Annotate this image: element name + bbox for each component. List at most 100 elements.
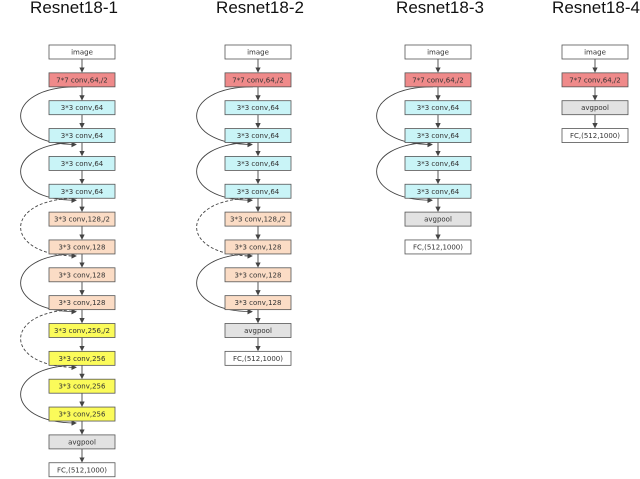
layer-box xyxy=(224,239,292,255)
layer-label: avgpool xyxy=(424,216,452,224)
layer-block-fc: FC,(512,1000) xyxy=(404,239,472,255)
layer-block-stage2: 3*3 conv,128 xyxy=(224,295,292,311)
layer-block-stage1: 3*3 conv,64 xyxy=(224,155,292,171)
layer-label: 3*3 conv,128,/2 xyxy=(230,216,286,224)
layer-box xyxy=(48,378,116,394)
layer-box xyxy=(48,211,116,227)
layer-block-stage2: 3*3 conv,128 xyxy=(224,267,292,283)
layer-label: 3*3 conv,64 xyxy=(237,104,280,112)
layer-block-stem: 7*7 conv,64,/2 xyxy=(48,72,116,88)
layer-box xyxy=(48,239,116,255)
layer-block-stage2: 3*3 conv,128 xyxy=(224,239,292,255)
layer-box xyxy=(224,44,292,60)
layer-block-stem: 7*7 conv,64,/2 xyxy=(224,72,292,88)
layer-label: 3*3 conv,128 xyxy=(235,243,282,251)
layer-label: FC,(512,1000) xyxy=(233,355,283,363)
layer-box xyxy=(224,267,292,283)
layer-label: avgpool xyxy=(581,104,609,112)
layer-block-pool: avgpool xyxy=(404,211,472,227)
layer-label: image xyxy=(71,49,93,57)
layer-block-stage3: 3*3 conv,256,/2 xyxy=(48,323,116,338)
layer-box xyxy=(48,462,116,478)
layer-block-stage2: 3*3 conv,128 xyxy=(48,267,116,283)
layer-label: 3*3 conv,64 xyxy=(417,132,460,140)
layer-label: image xyxy=(427,49,449,57)
layer-label: FC,(512,1000) xyxy=(413,243,463,251)
layer-block-stage2: 3*3 conv,128 xyxy=(48,239,116,255)
layer-box xyxy=(404,155,472,171)
layer-block-stage1: 3*3 conv,64 xyxy=(224,100,292,116)
column-title: Resnet18-1 xyxy=(30,0,118,17)
layer-box xyxy=(48,155,116,171)
resnet-column-1: Resnet18-1 image 7*7 conv,64,/2 3*3 conv,64… xyxy=(20,0,118,478)
layer-label: 3*3 conv,64 xyxy=(417,104,460,112)
layer-label: avgpool xyxy=(68,438,96,446)
layer-label: 3*3 conv,128 xyxy=(59,299,106,307)
layer-box xyxy=(404,100,472,116)
layer-block-input: image xyxy=(404,44,472,60)
layer-box xyxy=(404,128,472,143)
layer-box xyxy=(224,295,292,311)
layer-block-input: image xyxy=(48,44,116,60)
layer-box xyxy=(561,44,629,60)
layer-label: 3*3 conv,256 xyxy=(59,411,106,419)
layer-box xyxy=(224,211,292,227)
layer-label: 3*3 conv,128 xyxy=(59,243,106,251)
layer-block-stage1: 3*3 conv,64 xyxy=(404,128,472,143)
resnet-column-3: Resnet18-3 image 7*7 conv,64,/2 3*3 conv,64… xyxy=(376,0,484,255)
layer-block-stage1: 3*3 conv,64 xyxy=(48,183,116,199)
layer-box xyxy=(224,350,292,366)
column-title: Resnet18-3 xyxy=(396,0,484,17)
layer-box xyxy=(48,434,116,450)
layer-block-fc: FC,(512,1000) xyxy=(561,128,629,143)
layer-box xyxy=(48,295,116,311)
layer-block-stage3: 3*3 conv,256 xyxy=(48,378,116,394)
layer-label: 7*7 conv,64,/2 xyxy=(232,76,284,84)
layer-box xyxy=(48,44,116,60)
layer-box xyxy=(224,100,292,116)
layer-block-stage1: 3*3 conv,64 xyxy=(48,155,116,171)
layer-box xyxy=(48,267,116,283)
layer-label: 3*3 conv,128,/2 xyxy=(54,216,110,224)
layer-block-stage2: 3*3 conv,128,/2 xyxy=(48,211,116,227)
layer-block-input: image xyxy=(561,44,629,60)
layer-label: 3*3 conv,64 xyxy=(61,132,104,140)
layer-label: 3*3 conv,256,/2 xyxy=(54,327,110,335)
layer-box xyxy=(224,128,292,143)
layer-block-stage3: 3*3 conv,256 xyxy=(48,406,116,422)
layer-box xyxy=(48,128,116,143)
layer-box xyxy=(224,155,292,171)
layer-label: 7*7 conv,64,/2 xyxy=(569,76,621,84)
layer-box xyxy=(48,183,116,199)
layer-block-stage1: 3*3 conv,64 xyxy=(404,155,472,171)
layer-block-fc: FC,(512,1000) xyxy=(48,462,116,478)
layer-label: 3*3 conv,256 xyxy=(59,355,106,363)
layer-box xyxy=(561,72,629,88)
layer-block-stage1: 3*3 conv,64 xyxy=(48,100,116,116)
layer-block-input: image xyxy=(224,44,292,60)
layer-block-pool: avgpool xyxy=(561,100,629,116)
layer-label: 3*3 conv,128 xyxy=(235,271,282,279)
layer-box xyxy=(404,211,472,227)
layer-label: image xyxy=(584,49,606,57)
layer-label: 7*7 conv,64,/2 xyxy=(412,76,464,84)
layer-box xyxy=(224,72,292,88)
layer-block-stage2: 3*3 conv,128 xyxy=(48,295,116,311)
layer-box xyxy=(404,239,472,255)
layer-label: 3*3 conv,256 xyxy=(59,383,106,391)
layer-box xyxy=(224,183,292,199)
layer-label: 3*3 conv,64 xyxy=(237,160,280,168)
layer-block-stage2: 3*3 conv,128,/2 xyxy=(224,211,292,227)
layer-label: 3*3 conv,64 xyxy=(61,160,104,168)
layer-box xyxy=(48,406,116,422)
layer-label: FC,(512,1000) xyxy=(570,132,620,140)
layer-block-stage1: 3*3 conv,64 xyxy=(224,183,292,199)
layer-label: 3*3 conv,128 xyxy=(59,271,106,279)
layer-label: image xyxy=(247,49,269,57)
layer-block-stage3: 3*3 conv,256 xyxy=(48,350,116,366)
layer-label: 3*3 conv,64 xyxy=(417,188,460,196)
layer-block-stage1: 3*3 conv,64 xyxy=(404,100,472,116)
